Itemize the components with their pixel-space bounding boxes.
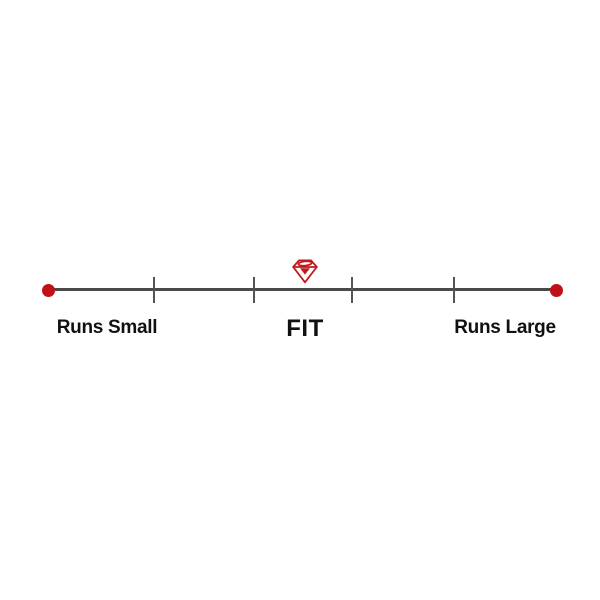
- tick-mark: [253, 277, 255, 303]
- tick-mark: [153, 277, 155, 303]
- tick-mark: [351, 277, 353, 303]
- runs-small-label: Runs Small: [56, 317, 158, 338]
- right-endpoint-dot: [550, 284, 563, 297]
- runs-large-label: Runs Large: [454, 317, 556, 338]
- left-endpoint-dot: [42, 284, 55, 297]
- tick-mark: [453, 277, 455, 303]
- fit-label: FIT: [286, 315, 324, 342]
- scale-line: [48, 288, 558, 291]
- gem-icon: [292, 259, 318, 284]
